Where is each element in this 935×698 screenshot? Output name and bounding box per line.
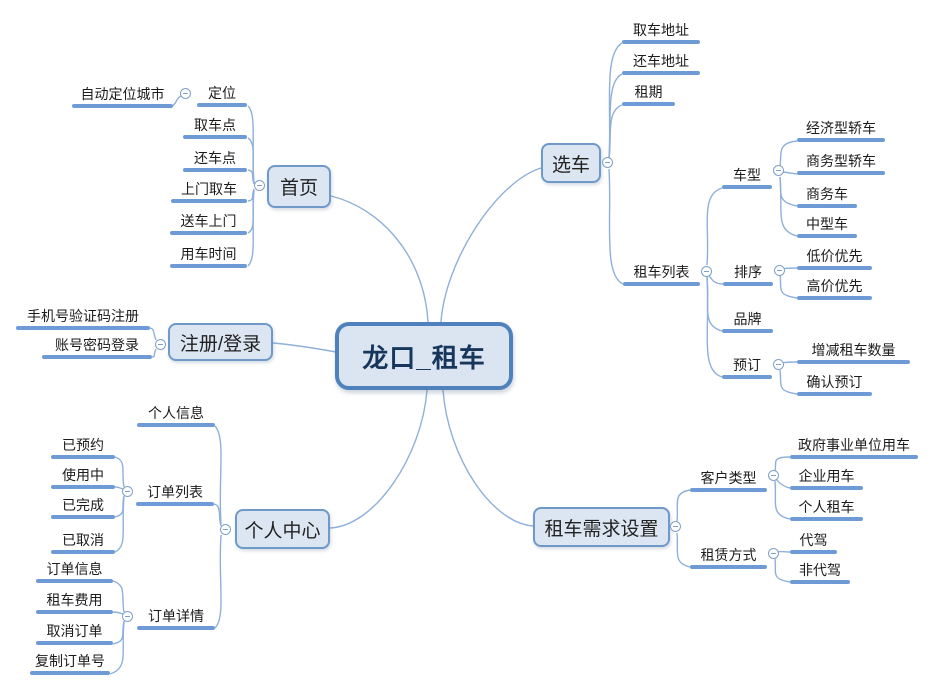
collapse-icon[interactable] [701, 266, 712, 277]
topic-car-list[interactable]: 租车列表 [623, 264, 700, 286]
topic-midsize-car[interactable]: 中型车 [797, 216, 857, 238]
topic-locate[interactable]: 定位 [197, 85, 247, 107]
topic-confirm-booking[interactable]: 确认预订 [797, 374, 872, 396]
topic-pickup-point[interactable]: 取车点 [183, 117, 247, 139]
collapse-icon[interactable] [773, 165, 784, 176]
topic-order-info[interactable]: 订单信息 [36, 561, 113, 583]
topic-order-in-use[interactable]: 使用中 [51, 467, 115, 489]
collapse-icon[interactable] [122, 611, 133, 622]
collapse-icon[interactable] [155, 339, 166, 350]
topic-auto-locate-city[interactable]: 自动定位城市 [72, 86, 173, 108]
topic-usage-time[interactable]: 用车时间 [170, 246, 247, 268]
topic-customer-type[interactable]: 客户类型 [690, 470, 767, 492]
topic-sort[interactable]: 排序 [723, 264, 773, 286]
branch-rental-settings[interactable]: 租车需求设置 [533, 507, 670, 547]
topic-government-use[interactable]: 政府事业单位用车 [790, 437, 918, 459]
topic-car-type[interactable]: 车型 [722, 167, 772, 189]
branch-home[interactable]: 首页 [267, 165, 331, 208]
branch-personal-center[interactable]: 个人中心 [235, 509, 330, 549]
topic-rental-period[interactable]: 租期 [622, 84, 675, 106]
branch-register-login[interactable]: 注册/登录 [168, 323, 273, 361]
topic-economy-sedan[interactable]: 经济型轿车 [797, 120, 885, 142]
topic-order-completed[interactable]: 已完成 [51, 497, 115, 519]
topic-order-detail[interactable]: 订单详情 [137, 608, 215, 630]
collapse-icon[interactable] [774, 265, 785, 276]
collapse-icon[interactable] [220, 524, 231, 535]
topic-door-delivery[interactable]: 送车上门 [170, 213, 247, 235]
collapse-icon[interactable] [122, 486, 133, 497]
collapse-icon[interactable] [768, 548, 779, 559]
topic-return-address[interactable]: 还车地址 [622, 53, 700, 75]
topic-copy-order-number[interactable]: 复制订单号 [30, 653, 110, 675]
topic-booking[interactable]: 预订 [722, 357, 772, 379]
topic-with-driver[interactable]: 代驾 [790, 532, 837, 554]
topic-brand[interactable]: 品牌 [722, 311, 773, 333]
topic-personal-info[interactable]: 个人信息 [137, 405, 215, 427]
topic-high-price-first[interactable]: 高价优先 [797, 278, 872, 300]
topic-rental-mode[interactable]: 租赁方式 [690, 547, 767, 569]
collapse-icon[interactable] [768, 470, 779, 481]
topic-phone-code-register[interactable]: 手机号验证码注册 [16, 308, 150, 330]
topic-low-price-first[interactable]: 低价优先 [797, 248, 872, 270]
topic-pickup-address[interactable]: 取车地址 [622, 22, 700, 44]
topic-door-pickup[interactable]: 上门取车 [171, 181, 247, 203]
topic-order-cancelled[interactable]: 已取消 [51, 532, 115, 554]
topic-rental-fee[interactable]: 租车费用 [36, 592, 113, 614]
collapse-icon[interactable] [254, 180, 265, 191]
topic-account-password-login[interactable]: 账号密码登录 [42, 337, 152, 359]
topic-business-sedan[interactable]: 商务型轿车 [797, 153, 885, 175]
central-topic[interactable]: 龙口_租车 [335, 322, 513, 390]
topic-order-reserved[interactable]: 已预约 [51, 437, 115, 459]
branch-select-car[interactable]: 选车 [541, 143, 601, 183]
topic-business-van[interactable]: 商务车 [797, 186, 857, 208]
topic-personal-rental[interactable]: 个人租车 [790, 499, 863, 521]
topic-cancel-order[interactable]: 取消订单 [36, 623, 113, 645]
topic-order-list[interactable]: 订单列表 [136, 484, 214, 506]
collapse-icon[interactable] [180, 88, 191, 99]
topic-enterprise-use[interactable]: 企业用车 [790, 468, 863, 490]
collapse-icon[interactable] [670, 521, 681, 532]
collapse-icon[interactable] [602, 157, 613, 168]
topic-return-point[interactable]: 还车点 [183, 150, 247, 172]
topic-adjust-car-quantity[interactable]: 增减租车数量 [797, 342, 910, 364]
collapse-icon[interactable] [773, 359, 784, 370]
topic-without-driver[interactable]: 非代驾 [790, 562, 850, 584]
